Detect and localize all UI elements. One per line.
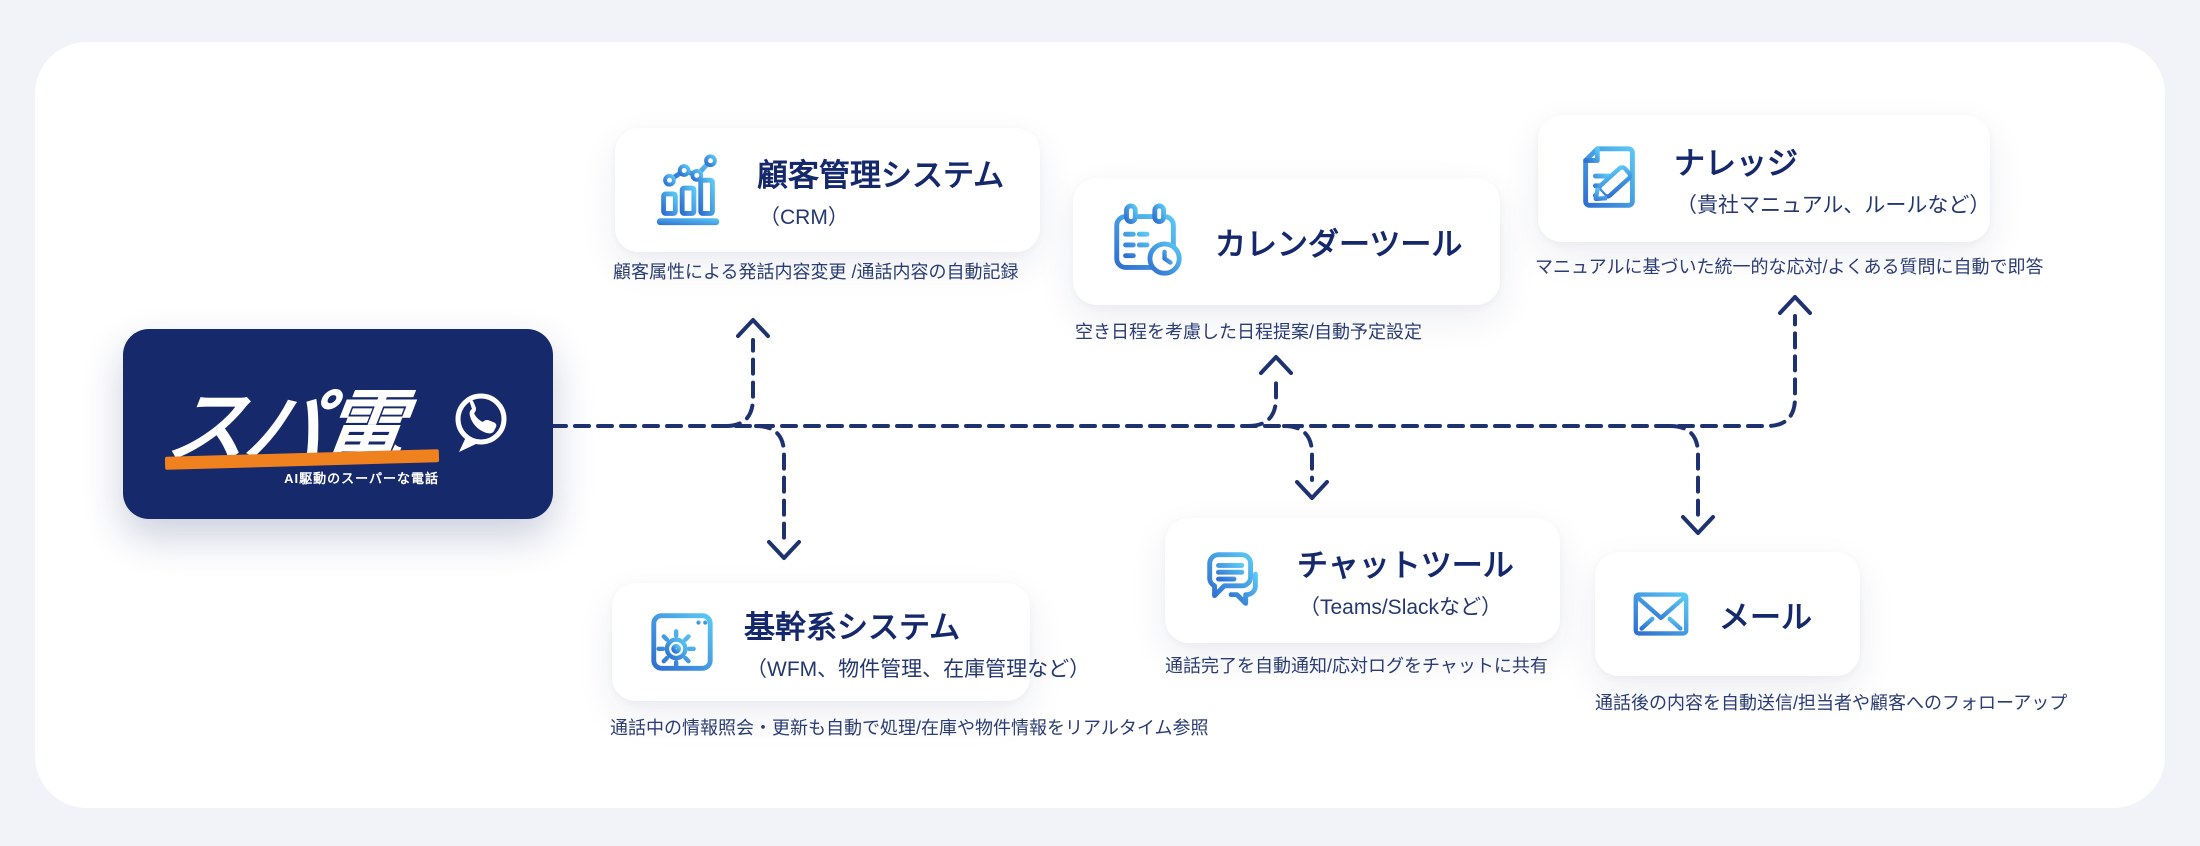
calendar-clock-icon — [1107, 201, 1189, 283]
card-title: メール — [1719, 599, 1812, 635]
window-gear-icon — [646, 606, 718, 678]
caption-mail: 通話後の内容を自動送信/担当者や顧客へのフォローアップ — [1595, 693, 2068, 713]
card-subtitle: （Teams/Slackなど） — [1299, 596, 1503, 619]
logo-tagline: AI駆動のスーパーな電話 — [284, 471, 439, 486]
card-mail: メール — [1595, 552, 1860, 676]
envelope-icon — [1629, 582, 1693, 646]
card-title: チャットツール — [1297, 548, 1514, 583]
bar-chart-icon — [649, 149, 731, 231]
card-title: 基幹系システム — [744, 609, 961, 645]
caption-crm: 顧客属性による発話内容変更 /通話内容の自動記録 — [613, 262, 1019, 282]
caption-knowledge: マニュアルに基づいた統一的な応対/よくある質問に自動で即答 — [1535, 257, 2044, 277]
card-core-system: 基幹系システム （WFM、物件管理、在庫管理など） — [612, 583, 1090, 701]
card-subtitle: （CRM） — [759, 205, 849, 229]
document-pen-icon — [1572, 141, 1648, 217]
caption-calendar: 空き日程を考慮した日程提案/自動予定設定 — [1075, 322, 1422, 342]
card-chat-tool: チャットツール （Teams/Slackなど） — [1165, 518, 1560, 643]
card-crm: 顧客管理システム （CRM） — [615, 128, 1040, 252]
phone-speech-bubble-icon — [446, 389, 514, 457]
caption-core-system: 通話中の情報照会・更新も自動で処理/在庫や物件情報をリアルタイム参照 — [610, 718, 1209, 738]
card-subtitle: （貴社マニュアル、ルールなど） — [1676, 194, 1991, 217]
caption-chat-tool: 通話完了を自動通知/応対ログをチャットに共有 — [1165, 656, 1548, 676]
card-title: ナレッジ — [1674, 146, 1798, 181]
chat-bubbles-icon — [1199, 545, 1271, 617]
supaden-logo: スパ電 AI駆動のスーパーな電話 — [123, 329, 553, 519]
card-calendar: カレンダーツール — [1073, 178, 1500, 305]
card-knowledge: ナレッジ （貴社マニュアル、ルールなど） — [1538, 115, 1990, 242]
card-subtitle: （WFM、物件管理、在庫管理など） — [746, 657, 1091, 681]
card-title: 顧客管理システム — [757, 157, 1005, 193]
card-title: カレンダーツール — [1215, 227, 1463, 262]
